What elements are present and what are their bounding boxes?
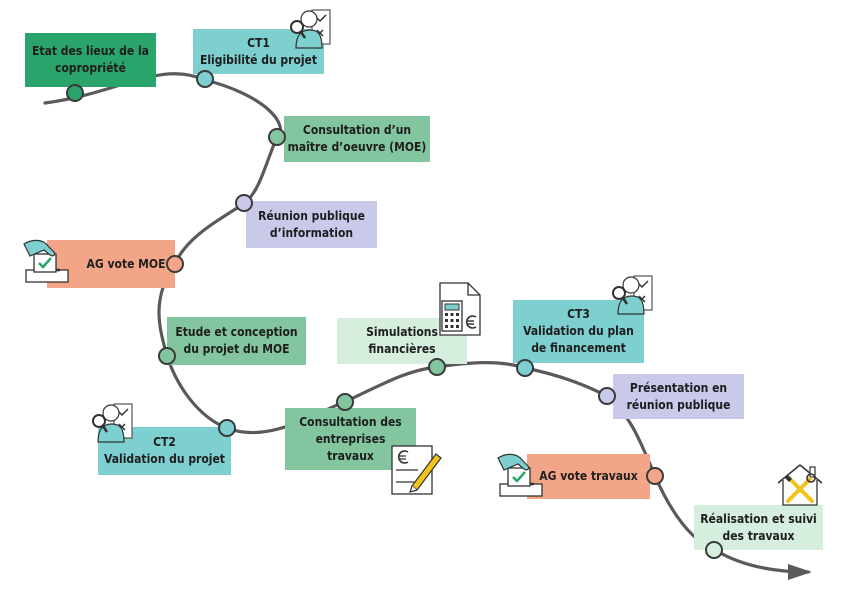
milestone-dot-consultation-entreprises	[336, 393, 354, 411]
step-ag-vote-travaux: AG vote travaux	[527, 454, 650, 499]
step-simulations-line-2: financières	[368, 342, 436, 356]
step-etat-line-1: Etat des lieux de la	[32, 44, 149, 58]
step-reunion-info-line-1: Réunion publique	[258, 208, 365, 223]
step-ct3-line-3: de financement	[531, 341, 626, 355]
ballot-box-icon	[497, 453, 543, 497]
step-realisation-line-1: Réalisation et suivi	[700, 511, 817, 526]
milestone-dot-simulations	[428, 358, 446, 376]
step-ag-travaux-line-1: AG vote travaux	[539, 469, 638, 483]
step-ct2-line-2: Validation du projet	[104, 452, 225, 466]
step-ct2-line-1: CT2	[153, 435, 176, 449]
milestone-dot-ct3	[516, 359, 534, 377]
step-ag-vote-moe: AG vote MOE	[47, 240, 175, 288]
step-consult-moe-line-1: Consultation d’un	[302, 123, 412, 137]
step-etude-line-2: du projet du MOE	[183, 342, 290, 356]
step-consult-ent-line-1: Consultation des	[299, 414, 402, 429]
ballot-box-icon	[23, 239, 69, 283]
milestone-dot-ct2	[218, 419, 236, 437]
step-realisation-travaux: Réalisation et suivi des travaux	[694, 505, 823, 550]
milestone-dot-etat	[66, 84, 84, 102]
step-realisation-line-2: des travaux	[722, 528, 795, 543]
inspector-magnifier-icon	[612, 275, 653, 315]
step-reunion-info-line-2: d’information	[269, 225, 354, 240]
step-ct3-line-1: CT3	[567, 307, 590, 321]
milestone-dot-consultation-moe	[268, 128, 286, 146]
step-ct1-line-2: Eligibilité du projet	[199, 52, 318, 67]
step-ct3-line-2: Validation du plan	[523, 324, 634, 338]
step-reunion-information: Réunion publique d’information	[246, 201, 377, 248]
euro-contract-pen-icon	[391, 445, 442, 495]
step-presentation-line-1: Présentation en	[629, 380, 728, 395]
inspector-magnifier-icon	[290, 9, 331, 49]
step-consult-ent-line-2: entreprises	[315, 431, 386, 446]
step-etude-line-1: Etude et conception	[175, 325, 298, 339]
step-etude-conception: Etude et conception du projet du MOE	[167, 317, 306, 365]
step-ag-moe-line-1: AG vote MOE	[86, 256, 166, 271]
step-consult-ent-line-3: travaux	[327, 448, 374, 463]
step-etat-des-lieux: Etat des lieux de la copropriété	[25, 33, 156, 87]
calculator-document-icon	[439, 282, 481, 336]
milestone-dot-ct1	[196, 70, 214, 88]
milestone-dot-realisation	[705, 541, 723, 559]
step-etat-line-2: copropriété	[55, 61, 126, 75]
milestone-dot-etude	[158, 347, 176, 365]
step-ct1-line-1: CT1	[247, 35, 270, 50]
inspector-magnifier-icon	[92, 403, 133, 443]
milestone-dot-presentation	[598, 387, 616, 405]
step-consultation-moe: Consultation d’un maître d’oeuvre (MOE)	[284, 116, 430, 162]
milestone-dot-ag-moe	[166, 255, 184, 273]
house-tools-icon	[777, 464, 823, 506]
step-consult-moe-line-2: maître d’oeuvre (MOE)	[287, 140, 427, 154]
step-presentation-line-2: réunion publique	[626, 397, 731, 412]
step-presentation-reunion: Présentation en réunion publique	[613, 374, 744, 419]
step-simulations-line-1: Simulations	[366, 325, 438, 339]
milestone-dot-ag-travaux	[646, 467, 664, 485]
milestone-dot-reunion-info	[235, 194, 253, 212]
